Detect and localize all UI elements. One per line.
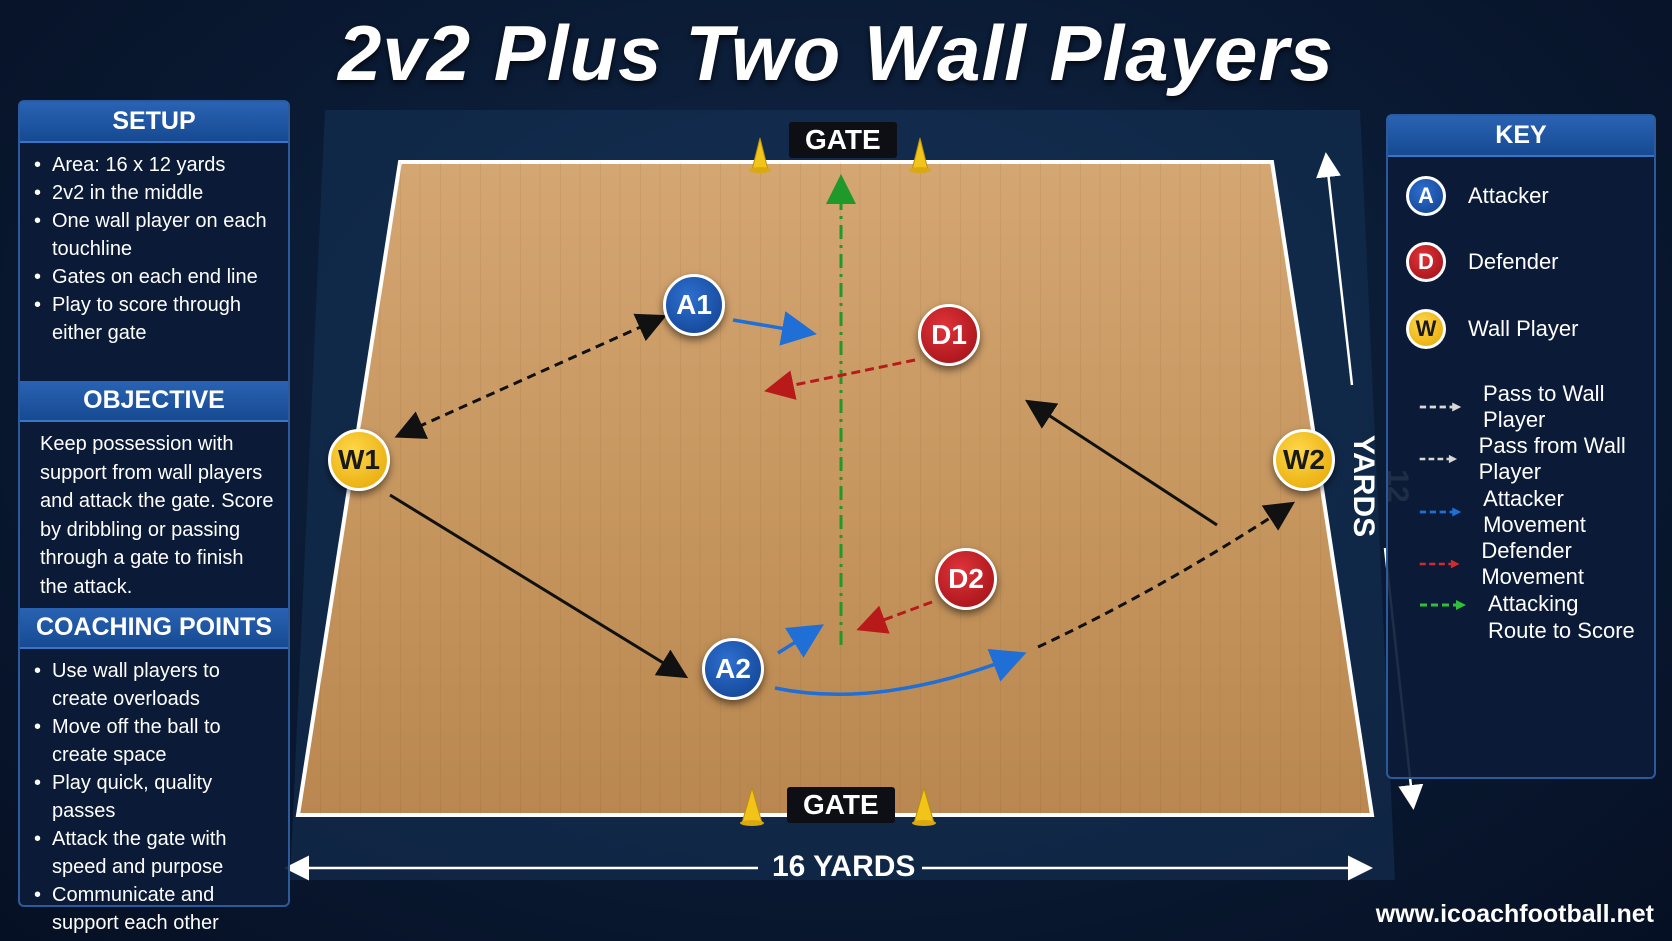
setup-list: Area: 16 x 12 yards 2v2 in the middle On… bbox=[20, 143, 288, 381]
green-arrow-icon bbox=[1420, 600, 1466, 610]
key-heading: KEY bbox=[1388, 116, 1654, 157]
player-d1: D1 bbox=[918, 304, 980, 366]
player-w1: W1 bbox=[328, 429, 390, 491]
dashed-arrow-icon bbox=[1419, 402, 1462, 412]
a1-movement-arrow bbox=[732, 311, 817, 346]
d1-movement-arrow bbox=[764, 358, 916, 400]
pass-w1-a2-arrow bbox=[389, 493, 689, 679]
key-pass-from-wall: Pass from Wall Player bbox=[1418, 433, 1654, 485]
length-dimension-line bbox=[1316, 152, 1354, 386]
pass-to-w2-arrow bbox=[1037, 501, 1296, 649]
list-item: Area: 16 x 12 yards bbox=[34, 151, 280, 179]
list-item: Attack the gate with speed and purpose bbox=[34, 825, 280, 881]
key-attacking-route: Attacking Route to Score bbox=[1418, 590, 1638, 644]
objective-text: Keep possession with support from wall p… bbox=[40, 433, 274, 598]
coaching-heading: COACHING POINTS bbox=[20, 608, 288, 649]
key-label: Wall Player bbox=[1468, 316, 1579, 341]
gate-top-label: GATE bbox=[789, 122, 897, 158]
gate-bottom-label: GATE bbox=[787, 787, 895, 823]
d2-movement-arrow bbox=[856, 600, 933, 634]
list-item: Play to score through either gate bbox=[34, 291, 280, 347]
blue-arrow-icon bbox=[1419, 507, 1462, 517]
width-label: 16 YARDS bbox=[772, 850, 916, 883]
attacker-icon: A bbox=[1406, 176, 1446, 216]
list-item: 2v2 in the middle bbox=[34, 179, 280, 207]
player-w2: W2 bbox=[1273, 429, 1335, 491]
list-item: Communicate and support each other bbox=[34, 881, 280, 937]
key-label: Defender bbox=[1468, 249, 1559, 274]
wall-player-icon: W bbox=[1406, 309, 1446, 349]
dashed-arrow-icon bbox=[1419, 454, 1458, 464]
objective-heading: OBJECTIVE bbox=[20, 381, 288, 422]
key-label: Pass from Wall Player bbox=[1478, 433, 1626, 484]
setup-heading: SETUP bbox=[20, 102, 288, 143]
cone-icon bbox=[749, 137, 771, 173]
cone-icon bbox=[912, 786, 936, 826]
info-panel: SETUP Area: 16 x 12 yards 2v2 in the mid… bbox=[18, 100, 290, 934]
pass-from-w2-arrow bbox=[1024, 399, 1218, 527]
website-url: www.icoachfootball.net bbox=[1375, 900, 1654, 928]
key-wall-player: W Wall Player bbox=[1406, 309, 1578, 349]
list-item: Gates on each end line bbox=[34, 263, 280, 291]
key-label: Attacker bbox=[1468, 183, 1549, 208]
key-attacker: A Attacker bbox=[1406, 176, 1549, 216]
a2-movement-arrow bbox=[777, 624, 824, 658]
cone-icon bbox=[740, 786, 764, 826]
key-label: Attacker Movement bbox=[1483, 486, 1586, 537]
key-defender: D Defender bbox=[1406, 242, 1559, 282]
list-item: Play quick, quality passes bbox=[34, 769, 280, 825]
player-d2: D2 bbox=[935, 548, 997, 610]
key-label: Pass to Wall Player bbox=[1483, 381, 1605, 432]
list-item: One wall player on each touchline bbox=[34, 207, 280, 263]
a2-run-arrow bbox=[774, 648, 1027, 696]
player-a2: A2 bbox=[702, 638, 764, 700]
list-item: Move off the ball to create space bbox=[34, 713, 280, 769]
player-a1: A1 bbox=[663, 274, 725, 336]
key-label: Defender Movement bbox=[1481, 538, 1585, 589]
defender-icon: D bbox=[1406, 242, 1446, 282]
key-defender-movement: Defender Movement bbox=[1418, 538, 1654, 590]
key-label: Attacking Route to Score bbox=[1488, 591, 1635, 643]
cone-icon bbox=[909, 137, 931, 173]
red-arrow-icon bbox=[1419, 559, 1460, 569]
key-attacker-movement: Attacker Movement bbox=[1418, 486, 1654, 538]
key-pass-to-wall: Pass to Wall Player bbox=[1418, 381, 1654, 433]
page-title: 2v2 Plus Two Wall Players bbox=[337, 9, 1335, 97]
coaching-list: Use wall players to create overloads Mov… bbox=[20, 649, 288, 937]
list-item: Use wall players to create overloads bbox=[34, 657, 280, 713]
key-panel: KEY A Attacker D Defender W Wall Player … bbox=[1386, 114, 1656, 779]
